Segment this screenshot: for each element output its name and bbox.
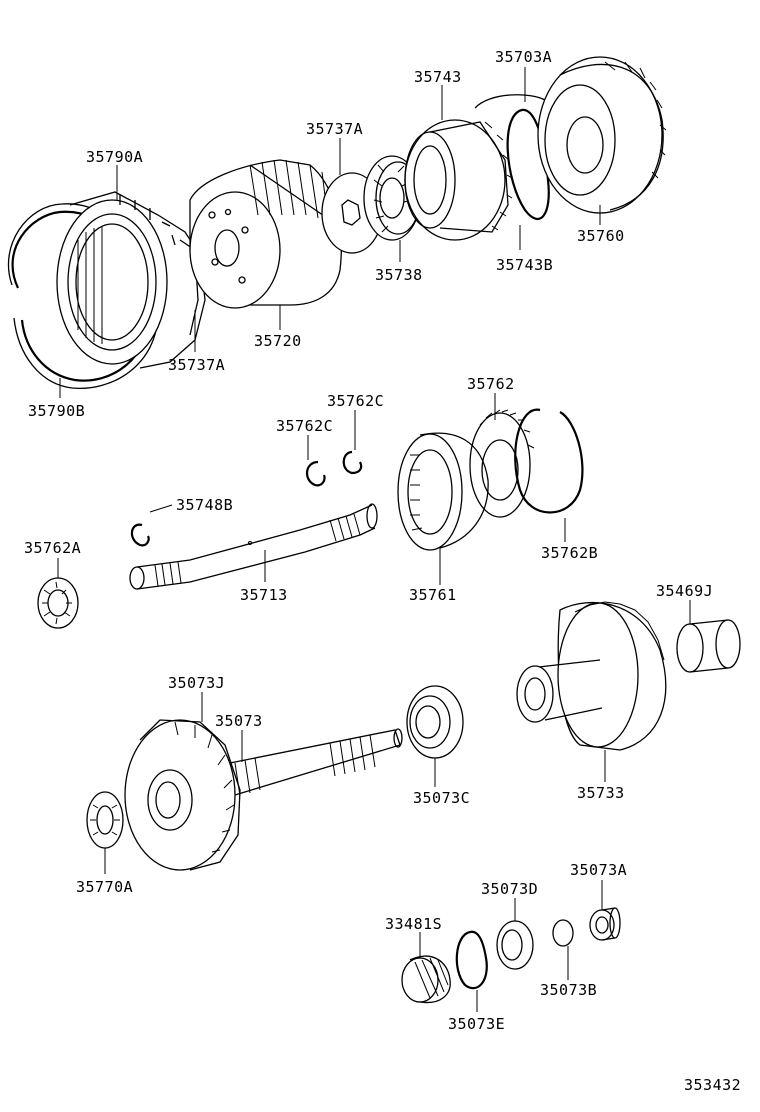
label-35743: 35743 <box>414 68 462 86</box>
part-35713-shaft <box>129 503 378 590</box>
label-35073c: 35073C <box>413 789 471 807</box>
part-35790a-drum <box>56 191 206 369</box>
label-35073: 35073 <box>215 712 263 730</box>
part-35762a-bearing <box>37 577 79 629</box>
leader-lines <box>57 67 691 1012</box>
label-35720: 35720 <box>254 332 302 350</box>
label-35762b: 35762B <box>541 544 599 562</box>
part-35703a-ring <box>474 94 546 109</box>
part-35762b-snap-ring <box>514 408 584 514</box>
label-35790a: 35790A <box>86 148 144 166</box>
label-35760: 35760 <box>577 227 625 245</box>
part-35469j-bushing <box>676 619 741 673</box>
part-35743-hub <box>404 119 513 241</box>
label-35073a: 35073A <box>570 861 628 879</box>
label-35770a: 35770A <box>76 878 134 896</box>
part-35073c-bearing <box>406 685 464 759</box>
label-35737a-top: 35737A <box>306 120 364 138</box>
label-35469j: 35469J <box>656 582 714 600</box>
part-35761-ring-gear <box>397 432 489 551</box>
part-35748b-clip <box>130 523 150 547</box>
part-35073d-bearing <box>496 920 534 970</box>
label-35073e: 35073E <box>448 1015 506 1033</box>
part-35073-shaft <box>219 728 403 799</box>
label-35748b: 35748B <box>176 496 234 514</box>
part-35720-drum <box>189 159 342 309</box>
label-35738: 35738 <box>375 266 423 284</box>
part-35073e-snap-ring <box>455 930 488 990</box>
part-35762c-clip-right <box>342 450 363 475</box>
part-35733-gear <box>516 601 667 751</box>
part-33481s-gear <box>401 955 451 1004</box>
label-35703a: 35703A <box>495 48 553 66</box>
part-35770a-bearing <box>86 791 124 849</box>
label-35713: 35713 <box>240 586 288 604</box>
part-35073j-flange <box>124 719 241 871</box>
label-33481s: 33481S <box>385 915 443 933</box>
part-35762c-clip-left <box>306 460 326 487</box>
label-35073d: 35073D <box>481 880 539 898</box>
diagram-id: 353432 <box>684 1076 742 1094</box>
label-35737a-bottom: 35737A <box>168 356 226 374</box>
label-35073j: 35073J <box>168 674 226 692</box>
part-35762-gear <box>469 409 535 518</box>
label-35762: 35762 <box>467 375 515 393</box>
part-35760-drum <box>537 56 667 214</box>
label-35790b: 35790B <box>28 402 86 420</box>
label-35743b: 35743B <box>496 256 554 274</box>
label-35073b: 35073B <box>540 981 598 999</box>
part-35073a-plug <box>589 907 621 941</box>
label-35762c-right: 35762C <box>327 392 385 410</box>
label-35762a: 35762A <box>24 539 82 557</box>
label-35761: 35761 <box>409 586 457 604</box>
label-35762c-left: 35762C <box>276 417 334 435</box>
label-35733: 35733 <box>577 784 625 802</box>
part-35073b-oring <box>552 919 574 947</box>
